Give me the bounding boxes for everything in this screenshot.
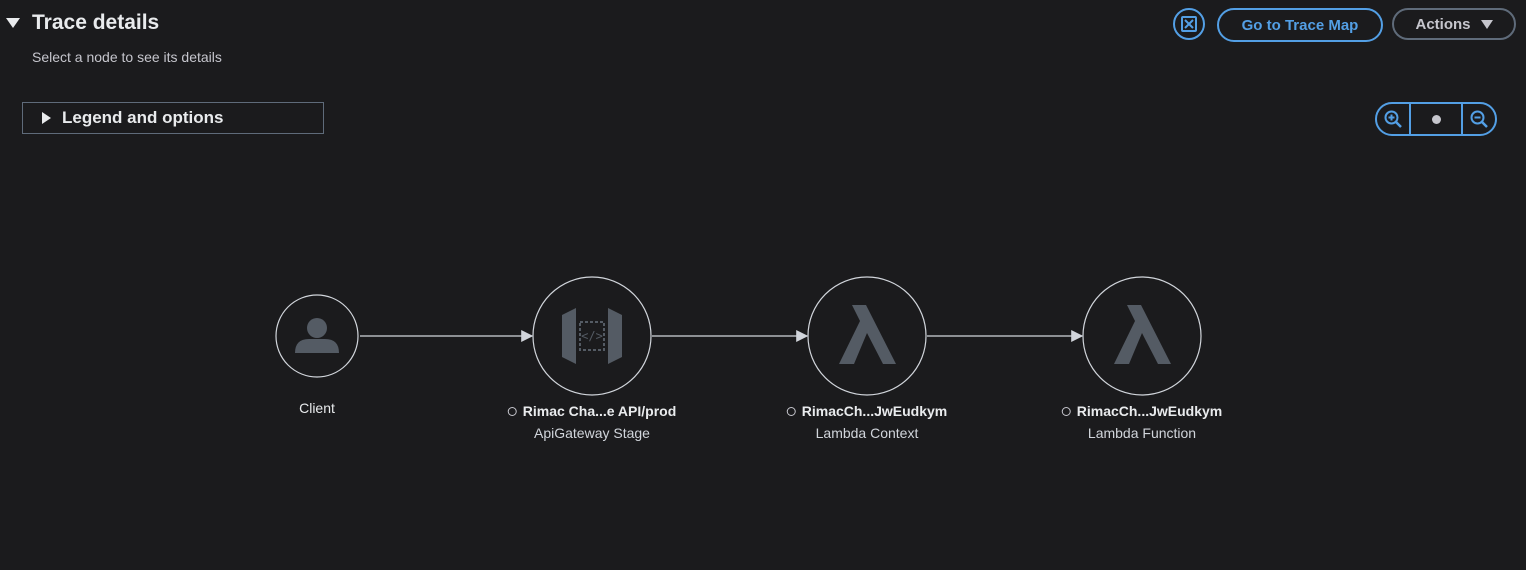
node-type: Lambda Context [815,425,919,441]
caret-down-icon [1480,19,1493,29]
node-label-lambda-function: RimacCh...JwEudkym Lambda Function [1061,403,1223,441]
node-name: Rimac Cha...e API/prod [522,403,677,419]
page-title: Trace details [32,11,160,34]
lambda-icon [839,305,896,364]
zoom-indicator-dot [1431,114,1441,124]
collapse-toggle-icon[interactable] [6,18,20,28]
zoom-in-icon [1384,110,1402,128]
status-indicator-icon [786,406,796,416]
zoom-out-icon [1470,110,1488,128]
node-name-row: RimacCh...JwEudkym [786,403,948,419]
zoom-out-button[interactable] [1461,104,1495,134]
node-lambda-function[interactable] [1082,276,1202,396]
api-gateway-icon: </> [562,308,622,364]
node-name-row: Rimac Cha...e API/prod [507,403,677,419]
node-name-row: RimacCh...JwEudkym [1061,403,1223,419]
go-to-trace-map-button[interactable]: Go to Trace Map [1217,8,1383,42]
page-subtitle: Select a node to see its details [32,49,222,65]
node-api-gateway[interactable]: </> [532,276,652,396]
zoom-reset-button[interactable] [1411,104,1461,134]
expand-icon [1181,16,1197,32]
svg-text:</>: </> [581,329,603,343]
legend-and-options-toggle[interactable]: Legend and options [22,102,324,134]
node-type: ApiGateway Stage [534,425,650,441]
lambda-icon [1114,305,1171,364]
fullscreen-button[interactable] [1173,8,1205,40]
status-indicator-icon [1061,406,1071,416]
node-label-client: Client [299,400,335,416]
node-name: Client [299,400,335,416]
zoom-in-button[interactable] [1377,104,1411,134]
node-lambda-context[interactable] [807,276,927,396]
status-indicator-icon [507,406,517,416]
node-label-api-gateway: Rimac Cha...e API/prod ApiGateway Stage [507,403,677,441]
user-icon [295,318,339,353]
node-name: RimacCh...JwEudkym [1076,403,1223,419]
node-type: Lambda Function [1087,425,1197,441]
node-label-lambda-context: RimacCh...JwEudkym Lambda Context [786,403,948,441]
zoom-controls [1375,102,1497,136]
node-name: RimacCh...JwEudkym [801,403,948,419]
actions-label: Actions [1415,15,1471,33]
node-client[interactable] [275,294,359,378]
legend-label: Legend and options [62,108,224,127]
actions-dropdown[interactable]: Actions [1392,8,1516,40]
caret-right-icon [42,112,51,124]
